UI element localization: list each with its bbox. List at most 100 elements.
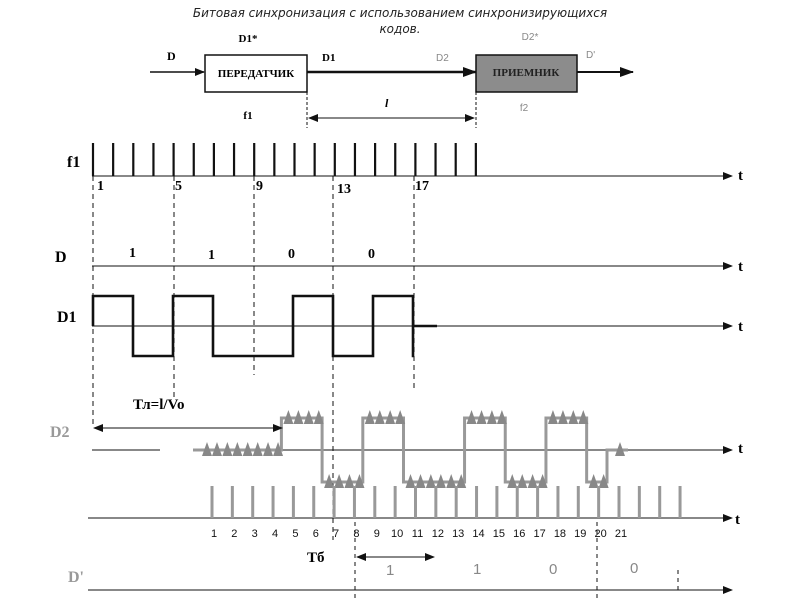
row-label-D2: D2 (50, 424, 70, 441)
receiver-clock-number: 11 (412, 528, 423, 540)
D2-noise-marker (364, 410, 375, 424)
D2-noise-marker (456, 474, 467, 488)
receiver-clock-number: 6 (313, 528, 319, 540)
D1-star-label: D1* (239, 33, 258, 45)
sync-dashed-lines (92, 176, 679, 600)
D1-line-label: D1 (322, 52, 335, 64)
row-label-D: D (55, 249, 67, 266)
receiver-clock-number: 5 (292, 528, 298, 540)
D2-noise-marker (242, 442, 253, 456)
D2-noise-marker (466, 410, 477, 424)
tb-label: Тб (307, 550, 325, 566)
D2-noise-marker (354, 474, 365, 488)
receiver-clock-number: 1 (211, 528, 217, 540)
f1-tick-label-5: 5 (175, 179, 182, 194)
receiver-clock-number: 18 (554, 528, 566, 540)
receiver-clock-number: 16 (513, 528, 525, 540)
transmitter-block (204, 54, 308, 93)
D2-noise-marker (334, 474, 345, 488)
D2-noise-marker (537, 474, 548, 488)
D2-noise-marker (517, 474, 528, 488)
D2-noise-marker (598, 474, 609, 488)
receiver-clock-number: 10 (391, 528, 403, 540)
D2-noise-marker (486, 410, 497, 424)
receiver-clock-number: 15 (493, 528, 505, 540)
D2-noise-marker (324, 474, 335, 488)
receiver-clock-number: 2 (231, 528, 237, 540)
row-label-f1: f1 (67, 154, 80, 171)
row-label-D-prime: D' (68, 569, 84, 586)
D2-noise-marker (212, 442, 222, 456)
D2-noise-marker (568, 410, 579, 424)
f1-tick-label-13: 13 (337, 182, 351, 197)
receiver-clock-number: 7 (333, 528, 339, 540)
t-label-f1: t (738, 168, 743, 184)
D2-noise-marker (615, 442, 625, 456)
row-label-D1: D1 (57, 309, 77, 326)
D2-star-label: D2* (522, 32, 539, 43)
receiver-clock-number: 3 (252, 528, 258, 540)
D2-noise-marker (425, 474, 436, 488)
D-prime-block-label: D' (586, 50, 595, 61)
D2-noise-marker (557, 410, 568, 424)
input-D-label: D (167, 49, 176, 63)
receiver-clock-number: 8 (353, 528, 359, 540)
t-label-clock: t (735, 512, 740, 528)
D-bit-2: 1 (208, 248, 215, 263)
tl-label: Тл=l/Vo (133, 397, 185, 413)
f1-tick-label-9: 9 (256, 179, 263, 194)
D-prime-bit-1: 1 (386, 562, 394, 579)
D-prime-bit-3: 0 (549, 561, 557, 578)
D2-noise-marker (263, 442, 274, 456)
t-label-D1: t (738, 319, 743, 335)
D2-waveform (193, 410, 628, 488)
D2-noise-marker (273, 442, 284, 456)
D2-noise-marker (496, 410, 507, 424)
D2-noise-marker (476, 410, 487, 424)
f1-tick-label-17: 17 (415, 179, 429, 194)
receiver-clock-number: 19 (574, 528, 586, 540)
receiver-clock-number: 13 (452, 528, 464, 540)
D2-noise-marker (588, 474, 599, 488)
receiver-clock-number: 12 (432, 528, 444, 540)
D2-noise-marker (578, 410, 589, 424)
D2-noise-marker (232, 442, 243, 456)
D2-noise-marker (374, 410, 385, 424)
D2-noise-marker (313, 410, 324, 424)
t-label-D2: t (738, 441, 743, 457)
D2-noise-marker (202, 442, 212, 456)
title-line-2: кодов. (379, 22, 421, 36)
D2-noise-marker (283, 410, 294, 424)
D-prime-bit-4: 0 (630, 560, 638, 577)
D2-noise-marker (507, 474, 518, 488)
D2-noise-marker (222, 442, 233, 456)
receiver-clock-number: 4 (272, 528, 278, 540)
D2-noise-marker (405, 474, 416, 488)
D2-noise-marker (415, 474, 426, 488)
receiver-clock-number: 17 (533, 528, 545, 540)
D2-noise-marker (252, 442, 263, 456)
title-line-1: Битовая синхронизация с использованием с… (192, 6, 608, 20)
D2-noise-marker (435, 474, 446, 488)
f2-block-label: f2 (520, 103, 529, 114)
f1-block-label: f1 (243, 110, 252, 122)
D1-signal (91, 294, 415, 358)
D-bit-3: 0 (288, 247, 295, 262)
receiver-label: ПРИЕМНИК (493, 67, 560, 79)
receiver-clock-number: 14 (472, 528, 484, 540)
D2-noise-marker (547, 410, 558, 424)
D-bit-4: 0 (368, 247, 375, 262)
t-label-D: t (738, 259, 743, 275)
D2-noise-marker (527, 474, 538, 488)
D2-noise-marker (385, 410, 396, 424)
receiver-clock-number: 9 (374, 528, 380, 540)
D-bit-1: 1 (129, 246, 136, 261)
D2-noise-marker (344, 474, 355, 488)
D-prime-bit-2: 1 (473, 561, 481, 578)
D1-waveform (91, 294, 437, 358)
receiver-clock-ticks (210, 486, 682, 518)
receiver-clock-number: 21 (615, 528, 627, 540)
